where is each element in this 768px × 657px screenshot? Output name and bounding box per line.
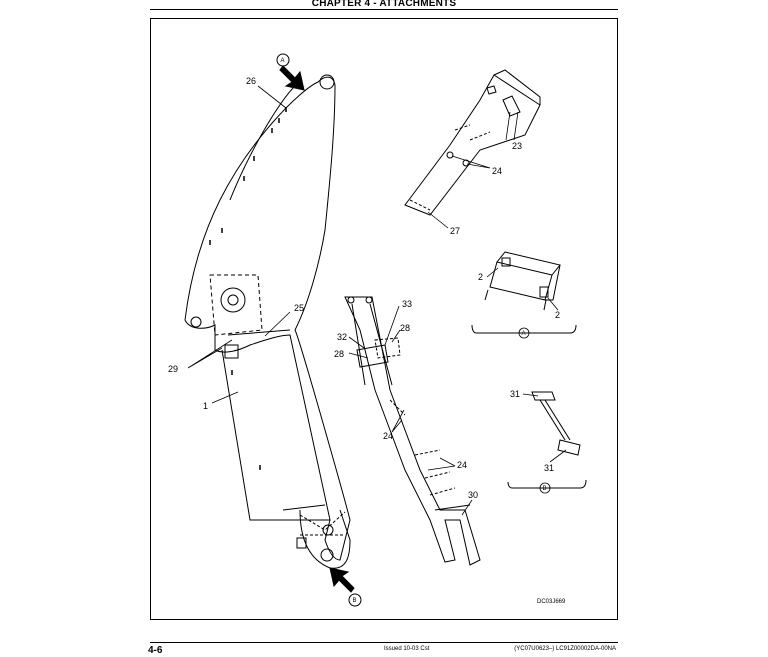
drawing-code: DC03J669 xyxy=(537,599,566,605)
view-marker-a-top: A xyxy=(281,58,285,64)
callout-31-top: 31 xyxy=(510,389,520,399)
callout-24-mid: 24 xyxy=(383,431,393,441)
detail-a-bracket xyxy=(471,251,577,334)
detail-b-bracket xyxy=(507,391,587,489)
leader-lines xyxy=(187,85,567,516)
callout-28-left: 28 xyxy=(334,349,344,359)
page-header: CHAPTER 4 - ATTACHMENTS xyxy=(0,0,768,14)
callout-31-bottom: 31 xyxy=(544,463,554,473)
chapter-title-text: CHAPTER 4 - ATTACHMENTS xyxy=(305,0,463,9)
view-marker-circles xyxy=(518,327,551,494)
callout-30: 30 xyxy=(468,490,478,500)
view-marker-b-section: B xyxy=(543,486,547,492)
inner-plate-strip xyxy=(344,296,481,566)
callout-32: 32 xyxy=(337,332,347,342)
boom-outline xyxy=(184,74,351,569)
callout-23: 23 xyxy=(512,141,522,151)
callout-33: 33 xyxy=(402,299,412,309)
figure-frame xyxy=(150,18,618,620)
callout-27: 27 xyxy=(450,226,460,236)
page-number: 4-6 xyxy=(148,645,163,656)
document-code: (YC07U0623–) LC91Z00002DA-00NA xyxy=(514,646,616,652)
upper-right-detail xyxy=(404,69,541,216)
callout-labels: 26 25 29 1 23 24 27 2 2 33 32 28 28 24 2… xyxy=(168,58,566,605)
callout-2-right: 2 xyxy=(555,310,560,320)
arrow-a-top xyxy=(276,53,305,91)
callout-2-left: 2 xyxy=(478,272,483,282)
boom-grease-fittings xyxy=(209,107,287,470)
footer-rule xyxy=(150,642,618,643)
view-marker-b-bottom: B xyxy=(353,598,357,604)
callout-29: 29 xyxy=(168,364,178,374)
arrow-b-bottom xyxy=(329,567,362,607)
callout-24-low: 24 xyxy=(457,460,467,470)
chapter-title: CHAPTER 4 - ATTACHMENTS xyxy=(0,0,768,9)
header-rule xyxy=(150,9,618,10)
callout-26: 26 xyxy=(246,76,256,86)
callout-1: 1 xyxy=(203,401,208,411)
callout-25: 25 xyxy=(294,303,304,313)
issued-date: Issued 10-03 Cst xyxy=(384,646,430,652)
callout-24-top: 24 xyxy=(492,166,502,176)
view-marker-a-section: A xyxy=(522,331,526,337)
callout-28-right: 28 xyxy=(400,323,410,333)
